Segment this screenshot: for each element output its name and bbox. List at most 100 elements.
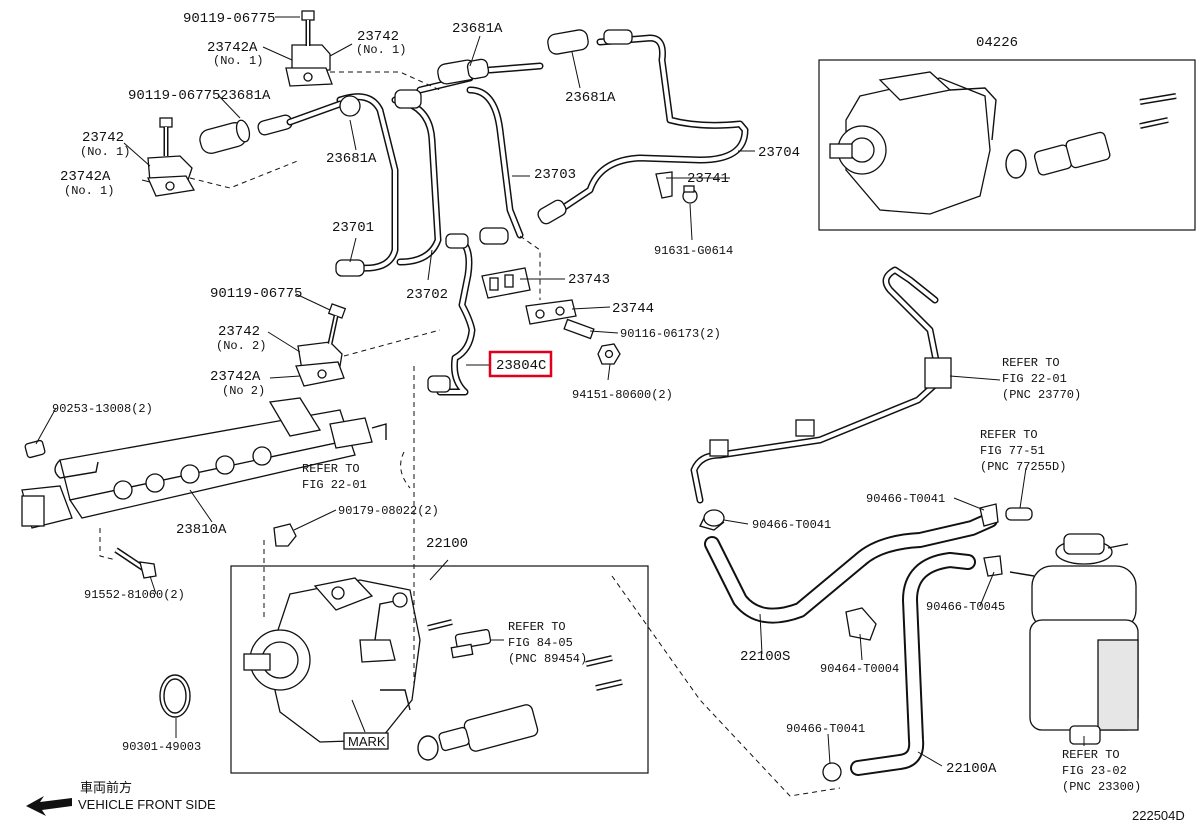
label-90119-low: 90119-06775 [210,286,302,302]
label-90179: 90179-08022(2) [338,504,439,518]
label-23741: 23741 [687,171,729,187]
injection-pipe-23704[interactable] [536,29,749,226]
label-23743: 23743 [568,272,610,288]
refer-8405-line2: FIG 84-05 [508,636,573,650]
label-23681A-left: 23681A [220,88,271,104]
hose-22100A[interactable] [850,552,976,776]
injection-pipe-23702[interactable] [391,58,490,266]
label-23742A-left-sub: (No. 1) [64,184,114,198]
label-23744: 23744 [612,301,654,317]
fuel-pipe-23804C[interactable] [427,233,476,396]
pipe-77255D[interactable] [1005,507,1033,521]
label-23742A-top-sub: (No. 1) [213,54,263,68]
supply-pump-22100[interactable] [243,577,421,743]
label-23742-top: 23742 [357,29,399,45]
label-94151: 94151-80600(2) [572,388,673,402]
refer-7751-line3: (PNC 77255D) [980,460,1066,474]
label-23681A-right: 23681A [565,90,616,106]
refer-2201a-line3: (PNC 23770) [1002,388,1081,402]
label-22100S: 22100S [740,649,790,665]
sleeve-23681A-left[interactable] [198,95,361,156]
label-90116: 90116-06173(2) [620,327,721,341]
label-90466-c: 90466-T0045 [926,600,1005,614]
sensor-89454[interactable] [427,619,492,659]
plug-90253[interactable] [24,439,46,459]
label-90119-mid: 90119-06775 [128,88,220,104]
clamp-23742-no2[interactable] [295,341,345,387]
refer-2302-line3: (PNC 23300) [1062,780,1141,794]
oring-90301[interactable] [159,674,191,718]
label-23742A-no2-sub: (No 2) [222,384,265,398]
injection-pipe-23703[interactable] [466,62,544,245]
highlight-box-23804C [488,350,553,378]
label-23681A-center: 23681A [326,151,377,167]
refer-2201b-line1: REFER TO [302,462,360,476]
label-mark: MARK [348,734,386,749]
refer-2201b-line2: FIG 22-01 [302,478,367,492]
label-22100: 22100 [426,536,468,552]
hose-22100S[interactable] [704,512,998,624]
label-23742A-left: 23742A [60,169,111,185]
return-pipe-23770[interactable] [690,266,952,504]
label-90466-d: 90466-T0041 [786,722,865,736]
clip-90466-d[interactable] [822,762,842,782]
pump-04226-box [818,59,1196,231]
bolt-91552[interactable] [114,547,157,579]
clip-90466-c[interactable] [983,555,1003,577]
label-23742-left: 23742 [82,130,124,146]
label-23804C[interactable]: 23804C [496,358,546,374]
label-diagram-code: 222504D [1132,808,1185,823]
bolt-90119-low[interactable] [327,303,347,345]
injection-pipe-23701[interactable] [335,93,399,277]
clamp-23743[interactable] [481,267,531,299]
clamp-23744[interactable] [525,299,577,325]
suction-control-valve[interactable] [417,655,623,761]
clamp-23742-left[interactable] [147,155,196,197]
label-23681A-top: 23681A [452,21,503,37]
nut-90179[interactable] [273,523,297,547]
valve-04226[interactable] [1005,93,1177,179]
stud-90116[interactable] [563,318,595,340]
label-22100A: 22100A [946,761,997,777]
clip-90466-a[interactable] [698,509,725,531]
bolt-90119-top[interactable] [301,10,315,46]
refer-7751-line2: FIG 77-51 [980,444,1045,458]
label-90464: 90464-T0004 [820,662,899,676]
refer-2201a-line1: REFER TO [1002,356,1060,370]
refer-2302-line2: FIG 23-02 [1062,764,1127,778]
nut-94151[interactable] [597,343,621,365]
supply-pump-04226[interactable] [829,71,997,215]
refer-8405-line1: REFER TO [508,620,566,634]
label-04226: 04226 [976,35,1018,51]
label-23742-no2-sub: (No. 2) [216,339,266,353]
label-90253: 90253-13008(2) [52,402,153,416]
vehicle-front-arrow-icon [26,796,72,816]
clip-90464[interactable] [845,607,877,641]
ref-line-1 [189,71,441,189]
ref-line-4 [99,528,117,561]
clip-90466-b[interactable] [979,503,999,527]
label-23742-left-sub: (No. 1) [80,145,130,159]
label-90466-b: 90466-T0041 [752,518,831,532]
label-23742A-top: 23742A [207,40,258,56]
ref-line-8 [400,451,411,489]
leader-lines [35,16,1085,767]
bolt-90119-mid[interactable] [159,117,173,156]
common-rail-23810A[interactable] [21,397,387,529]
label-front-jp: 車両前方 [80,780,132,795]
refer-2302-line1: REFER TO [1062,748,1120,762]
label-23704: 23704 [758,145,800,161]
label-23742A-no2: 23742A [210,369,261,385]
label-23810A: 23810A [176,522,227,538]
pump-22100-box [230,565,649,774]
ref-line-3 [343,329,441,357]
label-23742-top-sub: (No. 1) [356,43,406,57]
label-90119-top: 90119-06775 [183,11,275,27]
fuel-filter-23300[interactable] [1009,533,1139,745]
label-23701: 23701 [332,220,374,236]
clamp-23742-top[interactable] [285,44,333,87]
label-23703: 23703 [534,167,576,183]
refer-7751-line1: REFER TO [980,428,1038,442]
